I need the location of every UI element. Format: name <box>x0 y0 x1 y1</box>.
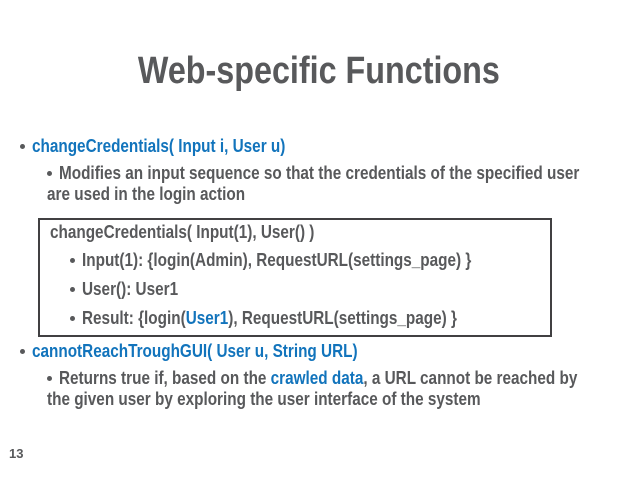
section1-description-line1: Modifies an input sequence so that the c… <box>47 163 638 183</box>
description-text: the given user by exploring the user int… <box>47 389 481 409</box>
example-value-text: User(): User1 <box>82 279 179 299</box>
bullet-dot <box>70 258 75 263</box>
page-number: 13 <box>9 446 24 461</box>
section2-description-line2: the given user by exploring the user int… <box>47 389 557 409</box>
bullet-dot <box>20 144 25 149</box>
bullet-dot <box>47 171 52 176</box>
slide-title-text: Web-specific Functions <box>138 50 500 92</box>
function-heading-changecredentials: changeCredentials( Input i, User u) <box>20 136 330 156</box>
function-signature: cannotReachTroughGUI( User u, String URL… <box>32 341 358 361</box>
example-box-bullet-input: Input(1): {login(Admin), RequestURL(sett… <box>70 250 540 270</box>
bullet-dot <box>47 376 52 381</box>
example-box-bullet-result: Result: {login(User1), RequestURL(settin… <box>70 308 523 328</box>
slide-title: Web-specific Functions <box>0 49 638 93</box>
example-value-text: Input(1): {login(Admin), RequestURL(sett… <box>82 250 472 270</box>
section2-description-line1: Returns true if, based on the crawled da… <box>47 368 638 388</box>
description-text: Modifies an input sequence so that the c… <box>59 163 580 183</box>
function-heading-cannotreachtroughgui: cannotReachTroughGUI( User u, String URL… <box>20 341 415 361</box>
example-box <box>38 218 552 337</box>
example-value-text: Result: {login(User1), RequestURL(settin… <box>82 308 457 328</box>
function-signature: changeCredentials( Input i, User u) <box>32 136 286 156</box>
bullet-dot <box>70 287 75 292</box>
description-text: are used in the login action <box>47 184 246 204</box>
description-text: Returns true if, based on the crawled da… <box>59 368 578 388</box>
example-call-text: changeCredentials( Input(1), User() ) <box>50 222 315 242</box>
bullet-dot <box>70 316 75 321</box>
example-box-title: changeCredentials( Input(1), User() ) <box>50 222 361 242</box>
example-box-bullet-user: User(): User1 <box>70 279 195 299</box>
section1-description-line2: are used in the login action <box>47 184 280 204</box>
bullet-dot <box>20 349 25 354</box>
